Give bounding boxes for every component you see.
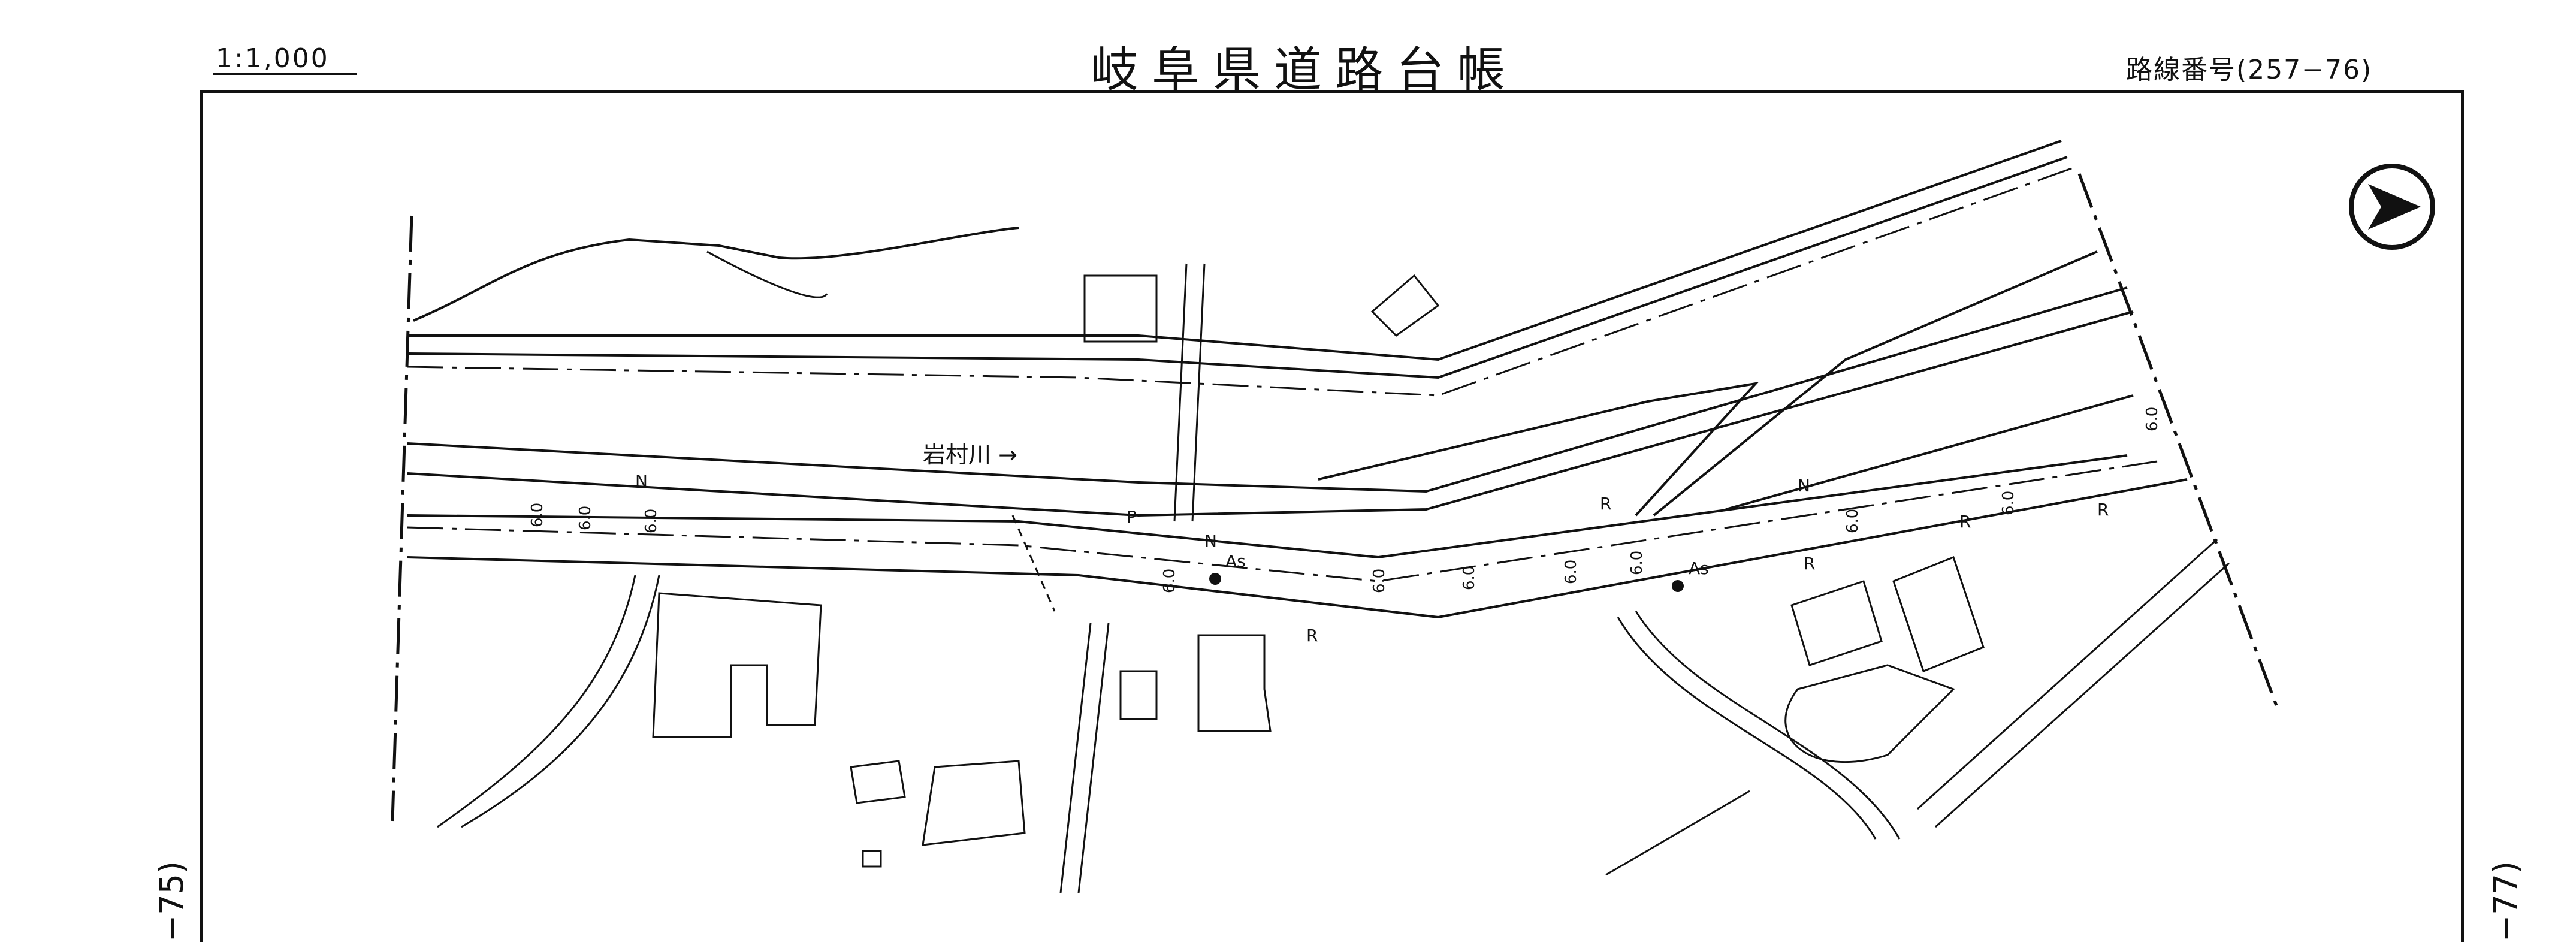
edge-code: R bbox=[1804, 554, 1815, 573]
width-label: 6.0 bbox=[2143, 407, 2161, 431]
surface-marker bbox=[1672, 580, 1684, 592]
edge-code: P bbox=[1127, 507, 1137, 527]
edge-code: R bbox=[1959, 512, 1971, 532]
page-title: 岐阜県道路台帳 bbox=[1091, 42, 1518, 98]
river-upper-bank bbox=[407, 140, 2074, 397]
edge-code: R bbox=[2097, 500, 2109, 520]
edge-code: R bbox=[1306, 626, 1318, 645]
surface-marker bbox=[1209, 573, 1221, 585]
surface-label: As bbox=[1225, 551, 1246, 571]
edge-code: R bbox=[1600, 494, 1611, 514]
width-label: 6.0 bbox=[1460, 566, 1478, 590]
buildings bbox=[652, 274, 1985, 868]
route-number: 路線番号(257−76) bbox=[2126, 55, 2373, 85]
width-label: 6.0 bbox=[1844, 509, 1862, 533]
map-scale: 1:1,000 bbox=[216, 43, 330, 74]
edge-code: N bbox=[1204, 531, 1217, 551]
width-label: 6.0 bbox=[2000, 491, 2018, 515]
side-roads bbox=[437, 263, 2230, 893]
width-label: 6.0 bbox=[529, 503, 546, 527]
edge-code: N bbox=[1798, 476, 1810, 496]
width-label: 6.0 bbox=[576, 506, 594, 530]
river bbox=[407, 250, 2134, 517]
map-frame bbox=[200, 90, 2464, 942]
main-road bbox=[407, 454, 2188, 619]
width-label: 6.0 bbox=[1370, 569, 1388, 593]
width-label: 6.0 bbox=[642, 509, 660, 533]
sheet-boundaries bbox=[391, 173, 2279, 822]
width-label: 6.0 bbox=[1161, 569, 1179, 593]
width-label: 6.0 bbox=[1628, 551, 1646, 575]
river-label: 岩村川 → bbox=[923, 442, 1017, 468]
north-arrow-icon bbox=[2349, 164, 2435, 250]
scale-underline bbox=[213, 73, 357, 75]
surface-label: As bbox=[1689, 558, 1709, 578]
width-label: 6.0 bbox=[1562, 560, 1580, 584]
edge-code: N bbox=[635, 471, 648, 491]
